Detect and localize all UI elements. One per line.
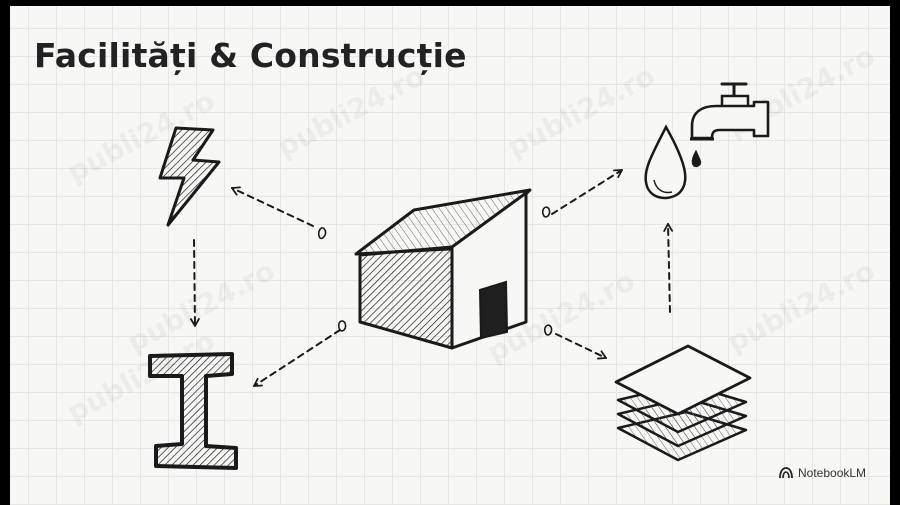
faucet-icon	[690, 82, 770, 141]
arrow-house-to-water	[551, 169, 623, 215]
house-icon	[354, 188, 532, 350]
sketch-loop	[541, 206, 551, 218]
brand-label: NotebookLM	[798, 466, 867, 480]
lightning-icon	[158, 126, 221, 227]
sketch-loop	[543, 324, 553, 336]
material-layers-icon	[614, 344, 752, 462]
notebooklm-brand: NotebookLM	[779, 466, 866, 480]
frame-border-left	[0, 0, 10, 505]
arrow-house-to-lightning	[231, 186, 314, 227]
i-beam-icon	[148, 352, 238, 470]
sketch-loop	[317, 227, 327, 240]
arrow-layers-to-water	[663, 223, 674, 313]
notebooklm-logo-icon	[779, 467, 793, 479]
water-drop-icon	[644, 124, 702, 200]
arrow-house-to-layers	[555, 333, 607, 360]
arrow-house-to-beam	[253, 329, 341, 387]
sketch-loop	[337, 320, 347, 332]
arrow-lightning-to-beam	[190, 239, 200, 327]
frame-border-right	[890, 0, 900, 505]
page-title: Facilități & Construcție	[34, 36, 467, 75]
frame-border-top	[0, 0, 900, 6]
